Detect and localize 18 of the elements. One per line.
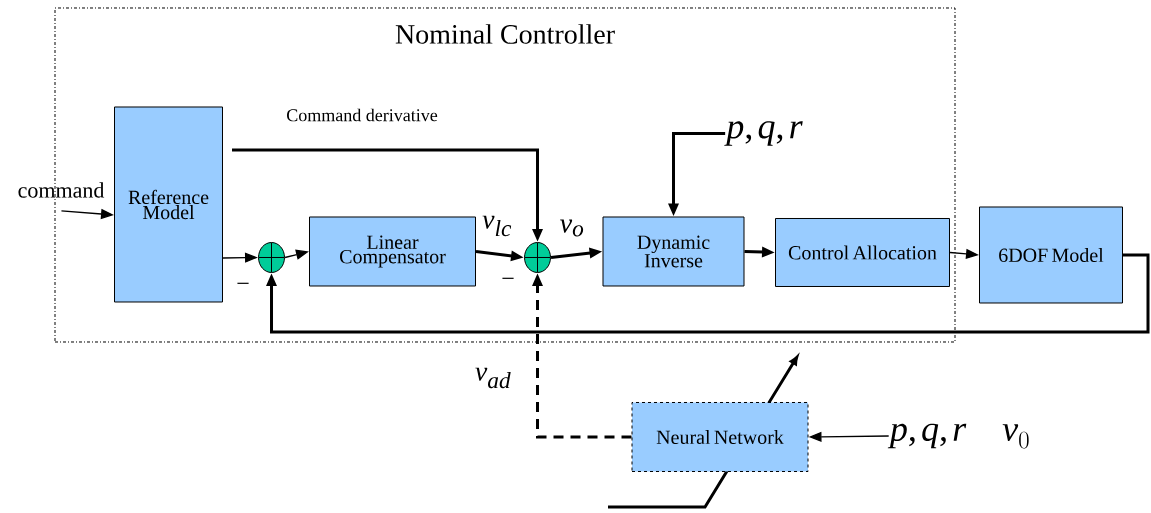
block-box: Reference Model: [114, 106, 223, 303]
block-box: 6DOF Model: [979, 206, 1123, 304]
signal-label: command: [18, 182, 105, 198]
arrow: [266, 253, 1150, 334]
edge-label: $v_{ad}$: [475, 367, 511, 389]
block-box: Linear Compensator: [309, 216, 476, 287]
summing-junction: [258, 242, 285, 273]
edge-label: $v_{lc}$: [482, 215, 512, 237]
signal-label: $p,q,r \quad v_0$: [887, 423, 1029, 449]
minus-sign: −: [237, 282, 249, 284]
block-box: Dynamic Inverse: [602, 216, 745, 287]
minus-sign: −: [502, 277, 514, 279]
block-box: Control Allocation: [775, 218, 950, 287]
edge-label: Command derivative: [287, 108, 438, 122]
summing-junction: [524, 242, 551, 273]
signal-label: $p,q,r$: [724, 121, 803, 146]
neural-network-box: Neural Network: [631, 402, 809, 472]
edge-label: $v_o$: [560, 219, 584, 237]
